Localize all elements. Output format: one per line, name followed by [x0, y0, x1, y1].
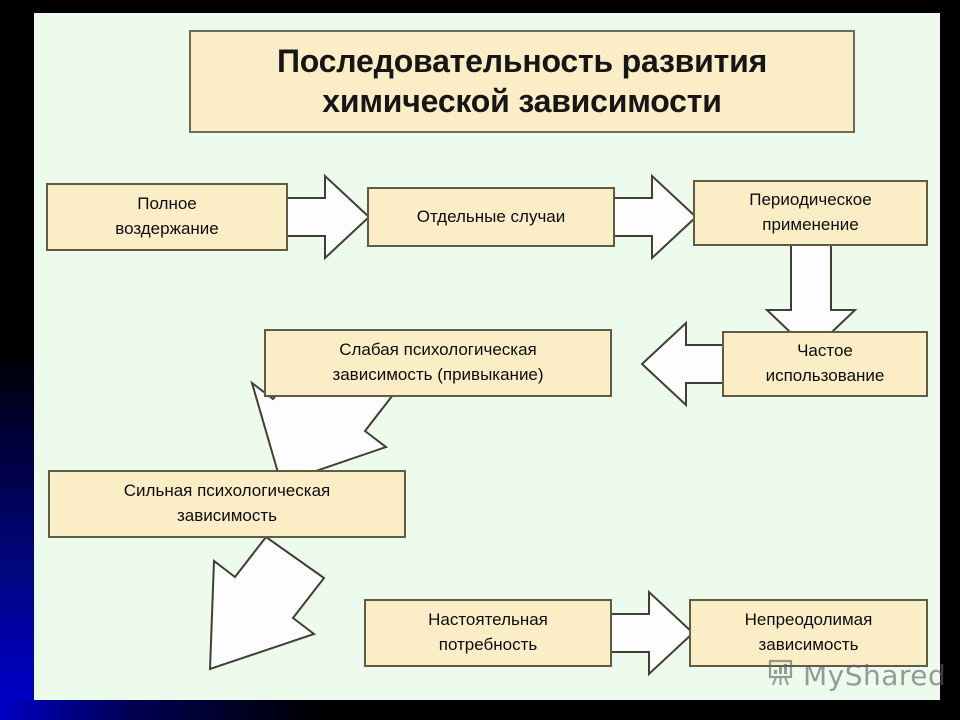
arrow-abstinence-to-cases [286, 173, 371, 261]
node-weak-dependence[interactable]: Слабая психологическая зависимость (прив… [264, 329, 612, 397]
node-full-abstinence-line-2: воздержание [115, 219, 219, 238]
node-urgent-need[interactable]: Настоятельная потребность [364, 599, 612, 667]
chart-monitor-icon [767, 658, 797, 693]
arrow-strong-to-need [208, 535, 326, 671]
node-frequent-use-line-1: Частое [797, 341, 853, 361]
node-periodic-use[interactable]: Периодическое применение [693, 180, 928, 246]
myshared-watermark: MyShared [767, 658, 946, 693]
node-strong-dependence-line-2: зависимость [176, 506, 278, 525]
slide-canvas: Последовательность развития химической з… [34, 13, 946, 700]
arrow-need-to-irresistible [610, 589, 695, 677]
node-strong-dependence-line-1: Сильная психологическая [123, 481, 331, 501]
bottom-black-border [0, 700, 960, 720]
arrow-frequent-to-weak [640, 320, 725, 408]
node-frequent-use[interactable]: Частое использование [722, 331, 928, 397]
node-full-abstinence[interactable]: Полное воздержание [46, 183, 288, 251]
node-periodic-use-line-2: применение [762, 215, 859, 234]
node-irresistible-addiction-line-1: Непреодолимая [744, 610, 873, 630]
node-urgent-need-line-2: потребность [438, 635, 538, 654]
node-urgent-need-line-1: Настоятельная [428, 610, 548, 630]
arrow-cases-to-periodic [613, 173, 698, 261]
node-full-abstinence-line-1: Полное [137, 194, 197, 214]
node-irresistible-addiction[interactable]: Непреодолимая зависимость [689, 599, 928, 667]
node-periodic-use-line-1: Периодическое [749, 190, 872, 210]
node-frequent-use-line-2: использование [765, 366, 885, 385]
slide-title-line-1: Последовательность развития [276, 43, 768, 80]
slide-title: Последовательность развития химической з… [189, 30, 855, 133]
watermark-label: MyShared [803, 659, 947, 692]
node-weak-dependence-line-2: зависимость (привыкание) [332, 365, 544, 384]
node-irresistible-addiction-line-2: зависимость [758, 635, 859, 654]
top-black-border [0, 0, 960, 13]
node-strong-dependence[interactable]: Сильная психологическая зависимость [48, 470, 406, 538]
node-weak-dependence-line-1: Слабая психологическая [339, 340, 537, 360]
node-isolated-cases[interactable]: Отдельные случаи [367, 187, 615, 247]
slide-title-line-2: химической зависимости [322, 82, 722, 119]
node-isolated-cases-line-1: Отдельные случаи [416, 206, 566, 226]
right-black-border [940, 0, 960, 720]
left-gradient-border [0, 0, 34, 720]
